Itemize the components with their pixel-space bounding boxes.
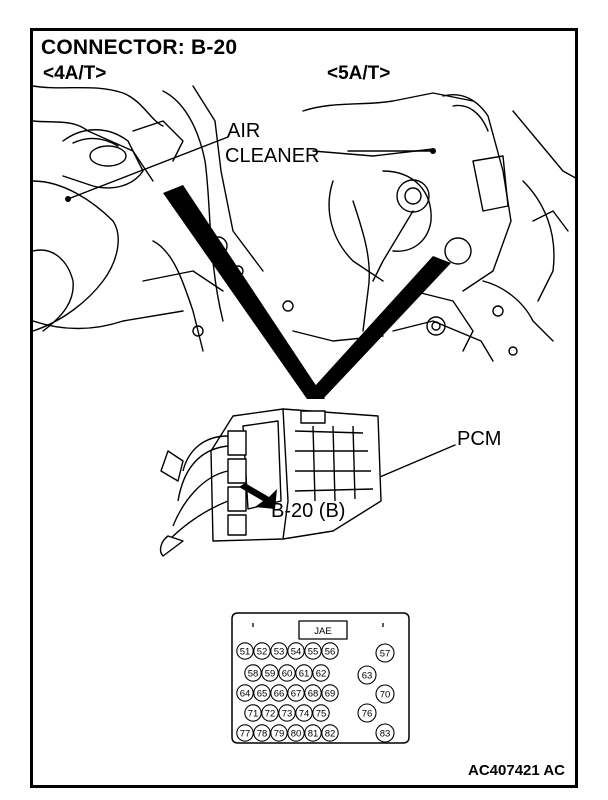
connector-pin: 58 bbox=[244, 664, 262, 682]
svg-text:61: 61 bbox=[299, 668, 310, 679]
svg-text:72: 72 bbox=[265, 708, 276, 719]
connector-pin: 67 bbox=[287, 684, 305, 702]
connector-pin-grid: JAE 51 52 53 54 55 56 58 59 60 61 62 64 65 66 67 68 69 71 7… bbox=[236, 626, 395, 743]
svg-text:56: 56 bbox=[325, 646, 336, 657]
connector-pin: 76 bbox=[357, 703, 377, 723]
connector-pin: 60 bbox=[278, 664, 296, 682]
connector-callout-label: B-20 (B) bbox=[271, 500, 346, 522]
connector-pin: 66 bbox=[270, 684, 288, 702]
connector-pin: 75 bbox=[312, 704, 330, 722]
svg-text:67: 67 bbox=[291, 688, 302, 699]
connector-pin: 78 bbox=[253, 724, 271, 742]
air-cleaner-label-line1: AIR bbox=[227, 120, 261, 142]
svg-text:52: 52 bbox=[257, 646, 268, 657]
svg-text:58: 58 bbox=[248, 668, 259, 679]
connector-pin: 74 bbox=[295, 704, 313, 722]
connector-pin: 73 bbox=[278, 704, 296, 722]
svg-text:78: 78 bbox=[257, 728, 268, 739]
svg-text:53: 53 bbox=[274, 646, 285, 657]
figure-id: AC407421 AC bbox=[468, 762, 565, 779]
connector-pin: 69 bbox=[321, 684, 339, 702]
svg-text:71: 71 bbox=[248, 708, 259, 719]
diagram-title: CONNECTOR: B-20 bbox=[41, 36, 238, 59]
svg-text:79: 79 bbox=[274, 728, 285, 739]
connector-pin: 79 bbox=[270, 724, 288, 742]
connector-pin: 83 bbox=[375, 723, 395, 743]
svg-text:80: 80 bbox=[291, 728, 302, 739]
connector-pin: 68 bbox=[304, 684, 322, 702]
connector-pin: 62 bbox=[312, 664, 330, 682]
connector-pin: 52 bbox=[253, 642, 271, 660]
diagram-frame: JAE 51 52 53 54 55 56 58 59 60 61 62 64 65 66 67 68 69 71 7… bbox=[30, 28, 578, 788]
svg-text:66: 66 bbox=[274, 688, 285, 699]
variant-label-5at: <5A/T> bbox=[327, 63, 391, 84]
connector-pin: 63 bbox=[357, 665, 377, 685]
connector-pin: 64 bbox=[236, 684, 254, 702]
connector-header-label: JAE bbox=[314, 626, 331, 637]
connector-pin: 81 bbox=[304, 724, 322, 742]
connector-pin: 70 bbox=[375, 684, 395, 704]
svg-text:68: 68 bbox=[308, 688, 319, 699]
svg-text:57: 57 bbox=[380, 648, 391, 659]
svg-text:73: 73 bbox=[282, 708, 293, 719]
connector-pin: 56 bbox=[321, 642, 339, 660]
svg-text:59: 59 bbox=[265, 668, 276, 679]
svg-text:63: 63 bbox=[362, 670, 373, 681]
engine-bay-illustration: JAE 51 52 53 54 55 56 58 59 60 61 62 64 65 66 67 68 69 71 7… bbox=[33, 85, 575, 744]
svg-text:83: 83 bbox=[380, 728, 391, 739]
connector-pin: 80 bbox=[287, 724, 305, 742]
svg-text:74: 74 bbox=[299, 708, 310, 719]
svg-text:76: 76 bbox=[362, 708, 373, 719]
svg-text:65: 65 bbox=[257, 688, 268, 699]
connector-pin: 72 bbox=[261, 704, 279, 722]
air-cleaner-label-line2: CLEANER bbox=[225, 145, 320, 167]
pcm-label: PCM bbox=[457, 428, 502, 450]
svg-text:64: 64 bbox=[240, 688, 251, 699]
svg-text:77: 77 bbox=[240, 728, 251, 739]
variant-label-4at: <4A/T> bbox=[43, 63, 107, 84]
connector-pin: 54 bbox=[287, 642, 305, 660]
connector-pin: 57 bbox=[375, 643, 395, 663]
svg-text:69: 69 bbox=[325, 688, 336, 699]
svg-text:75: 75 bbox=[316, 708, 327, 719]
svg-text:70: 70 bbox=[380, 689, 391, 700]
svg-text:62: 62 bbox=[316, 668, 327, 679]
connector-pin: 82 bbox=[321, 724, 339, 742]
connector-pin: 71 bbox=[244, 704, 262, 722]
svg-text:81: 81 bbox=[308, 728, 319, 739]
svg-text:54: 54 bbox=[291, 646, 302, 657]
svg-text:51: 51 bbox=[240, 646, 251, 657]
svg-text:60: 60 bbox=[282, 668, 293, 679]
connector-pin: 77 bbox=[236, 724, 254, 742]
connector-pin: 55 bbox=[304, 642, 322, 660]
connector-pin: 65 bbox=[253, 684, 271, 702]
connector-pin: 59 bbox=[261, 664, 279, 682]
connector-pin: 51 bbox=[236, 642, 254, 660]
svg-text:55: 55 bbox=[308, 646, 319, 657]
connector-pin: 53 bbox=[270, 642, 288, 660]
connector-pin: 61 bbox=[295, 664, 313, 682]
svg-text:82: 82 bbox=[325, 728, 336, 739]
